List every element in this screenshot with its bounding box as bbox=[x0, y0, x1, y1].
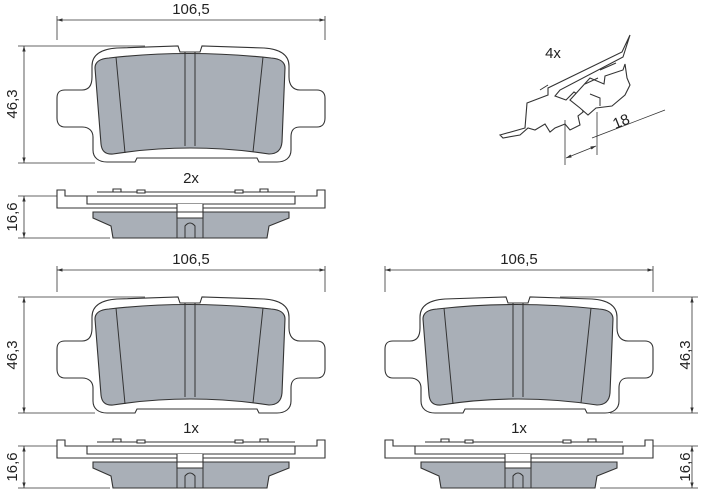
pad-2-front-view bbox=[56, 296, 326, 414]
pad-1-thickness-label: 16,6 bbox=[4, 202, 21, 231]
spring-clip-drawing: 18 4x bbox=[498, 34, 666, 165]
pad-3-height-label: 46,3 bbox=[677, 340, 694, 369]
pad-2-quantity: 1x bbox=[183, 420, 199, 437]
pad-3-width-dimension: 106,5 bbox=[384, 251, 654, 292]
pad-1-edge-view bbox=[56, 188, 326, 239]
pad-1-height-label: 46,3 bbox=[4, 89, 21, 118]
pad-2-width-label: 106,5 bbox=[172, 251, 210, 268]
pad-3-thickness-label: 16,6 bbox=[677, 452, 694, 481]
pad-3-height-dimension: 46,3 bbox=[560, 296, 698, 414]
clip-dimension-label: 18 bbox=[610, 111, 632, 133]
pad-2-edge-view bbox=[56, 438, 326, 489]
pad-3-front-view bbox=[384, 296, 654, 414]
pad-3-edge-view bbox=[384, 438, 654, 489]
pad-1-thickness-dimension: 16,6 bbox=[4, 195, 110, 239]
clip-quantity: 4x bbox=[545, 45, 561, 62]
pad-2-height-dimension: 46,3 bbox=[4, 296, 145, 414]
pad-3-thickness-dimension: 16,6 bbox=[600, 445, 698, 489]
pad-3-quantity: 1x bbox=[511, 420, 527, 437]
pad-2-width-dimension: 106,5 bbox=[56, 251, 326, 292]
pad-3-width-label: 106,5 bbox=[500, 251, 538, 268]
pad-2-thickness-label: 16,6 bbox=[4, 452, 21, 481]
pad-2-thickness-dimension: 16,6 bbox=[4, 445, 110, 489]
pad-1-front-view bbox=[56, 45, 326, 163]
pad-1-height-dimension: 46,3 bbox=[4, 45, 145, 164]
pad-1-width-label: 106,5 bbox=[172, 1, 210, 18]
pad-1-quantity: 2x bbox=[183, 170, 199, 187]
pad-1-width-dimension: 106,5 bbox=[56, 1, 326, 40]
pad-2-height-label: 46,3 bbox=[4, 340, 21, 369]
